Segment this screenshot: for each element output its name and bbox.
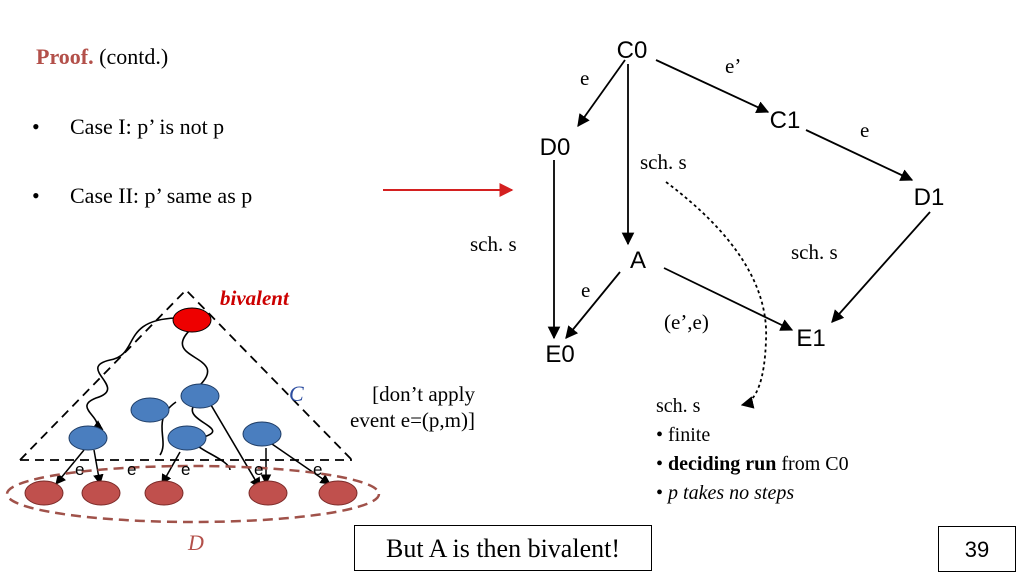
edge-c1-d1 (805, 129, 914, 181)
edge-label-a-e1: (e’,e) (664, 310, 709, 334)
dont-apply-note: [don’t apply event e=(p,m)] (350, 382, 475, 432)
run-path-1 (86, 317, 177, 431)
leaf-node (144, 480, 184, 506)
config-node (180, 383, 220, 409)
bullet-text: Case I: p’ is not p (70, 114, 225, 139)
notes-item-bold: deciding run (668, 453, 777, 475)
notes-item-deciding-run: • deciding run from C0 (656, 450, 849, 479)
run-path-4 (159, 401, 177, 456)
node-d0: D0 (540, 134, 571, 161)
bullet-mark: • (32, 114, 40, 139)
edge-c0-c1 (655, 59, 770, 113)
edge-label-d0-e0: sch. s (470, 232, 517, 256)
leaf-edge-label: e (313, 460, 322, 479)
title-contd: (contd.) (93, 44, 169, 69)
notes-item-text: from C0 (776, 453, 849, 475)
config-node (130, 397, 170, 423)
edge-d1-e1 (831, 211, 931, 323)
bullet-mark: • (656, 453, 664, 475)
leaf-edge-label: e (254, 460, 263, 479)
node-c1: C1 (770, 107, 801, 134)
run-edge-right (210, 404, 261, 489)
slide-title: Proof. (contd.) (36, 44, 168, 70)
leaf-node (81, 480, 121, 506)
bullet-case-2: • Case II: p’ same as p (32, 183, 252, 209)
edge-label-c0-d0: e (580, 66, 590, 90)
node-e1: E1 (796, 325, 825, 352)
leaf-edge-3 (161, 451, 181, 485)
edge-a-e1 (663, 267, 794, 331)
bullet-mark: • (656, 482, 664, 504)
leaf-node (24, 480, 64, 506)
edge-label-a-e0: e (581, 278, 591, 302)
bullet-text: Case II: p’ same as p (70, 183, 253, 208)
dashed-schedule-arrow (665, 181, 767, 409)
d-label: D (188, 530, 204, 555)
notes-heading: sch. s (656, 395, 701, 417)
leaf-node (318, 480, 358, 506)
title-proof: Proof. (36, 44, 94, 69)
edge-label-d1-e1: sch. s (791, 240, 838, 264)
notes-item-finite: • finite (656, 421, 849, 450)
bullet-mark: • (656, 424, 664, 446)
edge-label-c1-d1: e (860, 118, 870, 142)
leaf-node (248, 480, 288, 506)
node-c0: C0 (617, 37, 648, 64)
leaf-edge-2 (93, 449, 104, 486)
node-d1: D1 (914, 184, 945, 211)
triangle-outline (19, 288, 353, 461)
config-node (167, 425, 207, 451)
bullet-mark: • (32, 183, 40, 208)
leaf-edge-label: e (181, 460, 190, 479)
leaf-edge-1 (55, 449, 85, 485)
c-label: C (289, 381, 304, 406)
leaf-edge-label: e (75, 460, 84, 479)
notes-item-text: finite (663, 424, 711, 446)
bullet-case-1: • Case I: p’ is not p (32, 114, 224, 140)
edge-label-c0-c1: e’ (725, 54, 742, 78)
node-e0: E0 (545, 341, 574, 368)
leaf-edge-5 (271, 443, 331, 485)
leaf-edge-label: e (127, 460, 136, 479)
set-d-ellipse (5, 464, 381, 524)
schedule-notes: sch. s • finite • deciding run from C0 •… (656, 392, 849, 508)
notes-item-text: p takes no steps (663, 482, 795, 504)
callout-box: But A is then bivalent! (354, 525, 652, 571)
notes-item-no-steps: • p takes no steps (656, 479, 849, 508)
config-node (68, 425, 108, 451)
config-node (242, 421, 282, 447)
bivalent-label: bivalent (220, 286, 289, 310)
bivalent-node (172, 307, 212, 333)
run-path-2 (181, 329, 209, 386)
page-number: 39 (938, 526, 1016, 572)
node-a: A (630, 247, 646, 274)
edge-label-c0-a: sch. s (640, 150, 687, 174)
edge-c0-d0 (577, 59, 626, 128)
edge-a-e0 (565, 271, 621, 339)
